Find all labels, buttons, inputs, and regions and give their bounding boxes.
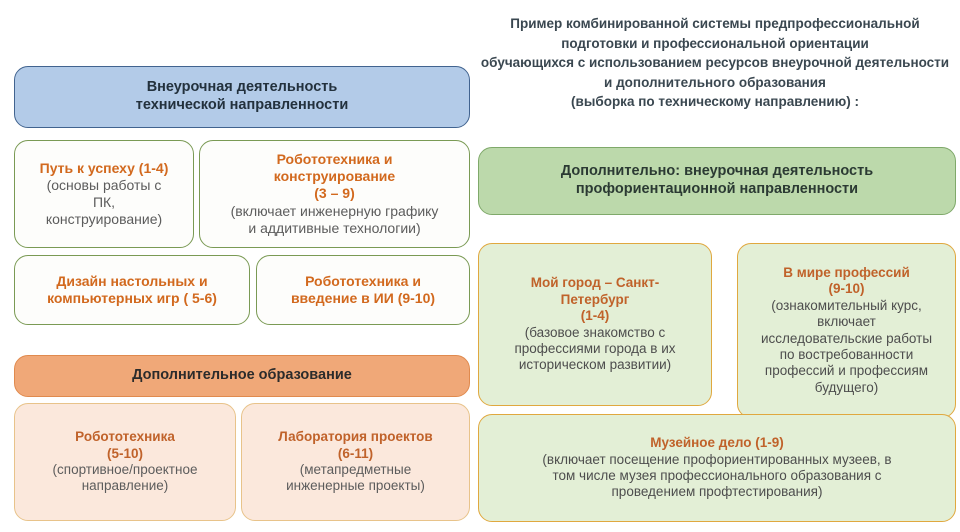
card-laboratoriya-proektov: Лаборатория проектов (6-11) (метапредмет…	[241, 403, 470, 521]
card-moy-gorod-body-2: профессиями города в их	[514, 340, 676, 356]
card-robo-5-10-title-1: Робототехника	[75, 429, 175, 445]
diagram-title-line-3: обучающихся с использованием ресурсов вн…	[480, 55, 950, 71]
card-moy-gorod-title-1: Мой город – Санкт-	[530, 275, 660, 291]
card-v-mire-title-2: (9-10)	[828, 281, 865, 297]
diagram-title-line-1: Пример комбинированной системы предпрофе…	[510, 16, 920, 31]
card-design-games-title-2: компьютерных игр ( 5-6)	[47, 290, 217, 306]
card-robo-konstr-body-2: и аддитивные технологии)	[248, 219, 421, 236]
card-robo-konstr-body-1: (включает инженерную графику	[230, 202, 439, 219]
header-green-line-2: профориентационной направленности	[575, 181, 859, 197]
header-blue-line-2: технической направленности	[135, 97, 349, 113]
card-lab-title-1: Лаборатория проектов	[278, 429, 433, 445]
card-v-mire-body-1: (ознакомительный курс,	[771, 297, 922, 313]
card-muzeynoe-delo-body-2: том числе музея профессионального образо…	[552, 468, 882, 483]
card-v-mire-body-3: исследовательские работы	[760, 330, 933, 346]
card-muzeynoe-delo-body-1: (включает посещение профориентированных …	[542, 451, 892, 467]
card-robotics-ai: Робототехника и введение в ИИ (9-10)	[256, 255, 470, 325]
card-v-mire-body-6: будущего)	[814, 379, 879, 395]
card-robo-5-10-body-1: (спортивное/проектное	[52, 462, 198, 477]
card-robo-5-10-title-2: (5-10)	[106, 445, 143, 461]
card-v-mire-body-4: по востребованности	[779, 346, 914, 362]
card-robotics-ai-title-2: введение в ИИ (9-10)	[290, 290, 436, 306]
card-muzeynoe-delo: Музейное дело (1-9) (включает посещение …	[478, 414, 956, 522]
card-robo-5-10-body-2: направление)	[81, 478, 169, 494]
card-moy-gorod-title-2: Петербург	[560, 291, 630, 307]
card-robotics-ai-title-1: Робототехника и	[305, 272, 421, 289]
card-moy-gorod-body-3: историческом развитии)	[518, 357, 672, 373]
card-design-games: Дизайн настольных и компьютерных игр ( 5…	[14, 255, 250, 325]
card-robototehnika-konstruirovanie: Робототехника и конструирование (3 – 9) …	[199, 140, 470, 248]
card-moy-gorod: Мой город – Санкт- Петербург (1-4) (базо…	[478, 243, 712, 406]
header-supplementary-education: Дополнительное образование	[14, 355, 470, 397]
card-v-mire-title-1: В мире профессий	[783, 264, 910, 280]
card-v-mire-body-5: профессий и профессиям	[764, 363, 929, 379]
card-put-k-uspehu-title: Путь к успеху (1-4)	[39, 159, 169, 176]
header-green-line-1: Дополнительно: внеурочная деятельность	[560, 163, 874, 180]
diagram-title-line-2: подготовки и профессиональной ориентации	[561, 35, 869, 51]
card-v-mire-professiy: В мире профессий (9-10) (ознакомительный…	[737, 243, 956, 418]
card-muzeynoe-delo-body-3: проведением профтестирования)	[611, 484, 823, 500]
card-robo-konstr-title-1: Робототехника и	[276, 151, 393, 168]
card-put-k-uspehu-body-1: (основы работы с	[46, 176, 162, 193]
card-put-k-uspehu-body-3: конструирование)	[45, 211, 163, 228]
card-design-games-title-1: Дизайн настольных и	[56, 272, 208, 289]
card-moy-gorod-body-1: (базовое знакомство с	[524, 324, 666, 340]
header-extracurricular-technical: Внеурочная деятельность технической напр…	[14, 66, 470, 128]
card-robo-konstr-title-2: конструирование	[273, 168, 396, 185]
card-robototehnika-5-10: Робототехника (5-10) (спортивное/проектн…	[14, 403, 236, 521]
header-career-guidance: Дополнительно: внеурочная деятельность п…	[478, 147, 956, 215]
diagram-title: Пример комбинированной системы предпрофе…	[470, 14, 960, 112]
card-muzeynoe-delo-title: Музейное дело (1-9)	[650, 435, 784, 451]
card-robo-konstr-title-3: (3 – 9)	[314, 185, 355, 202]
card-put-k-uspehu: Путь к успеху (1-4) (основы работы с ПК,…	[14, 140, 194, 248]
card-v-mire-body-2: включает	[817, 314, 876, 330]
card-lab-title-2: (6-11)	[337, 445, 374, 461]
card-put-k-uspehu-body-2: ПК,	[92, 194, 116, 210]
card-lab-body-1: (метапредметные	[299, 462, 412, 477]
card-moy-gorod-title-3: (1-4)	[580, 308, 610, 324]
header-blue-line-1: Внеурочная деятельность	[146, 79, 338, 96]
diagram-title-line-5: (выборка по техническому направлению) :	[571, 94, 859, 110]
header-orange-line-1: Дополнительное образование	[132, 367, 352, 384]
diagram-title-line-4: и дополнительного образования	[604, 74, 826, 90]
card-lab-body-2: инженерные проекты)	[286, 478, 425, 494]
